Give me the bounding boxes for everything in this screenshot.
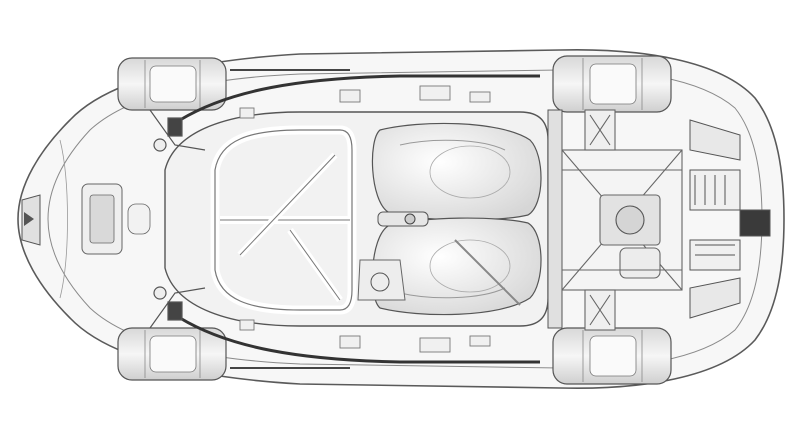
front-suspension (149, 109, 206, 329)
side-details (239, 85, 491, 353)
nose-section (21, 139, 151, 299)
rear-components (689, 119, 771, 319)
rear-right-wheel (552, 327, 672, 385)
left-side-rail (179, 74, 540, 122)
roll-cage (210, 125, 357, 315)
front-left-wheel (117, 57, 227, 111)
passenger-seat (371, 217, 542, 316)
rear-frame (561, 109, 683, 331)
front-right-wheel (117, 327, 227, 381)
firewall (547, 109, 563, 329)
driver-seat (371, 122, 542, 221)
center-console (357, 211, 429, 301)
right-side-rail (179, 316, 540, 364)
rear-left-wheel (552, 55, 672, 113)
